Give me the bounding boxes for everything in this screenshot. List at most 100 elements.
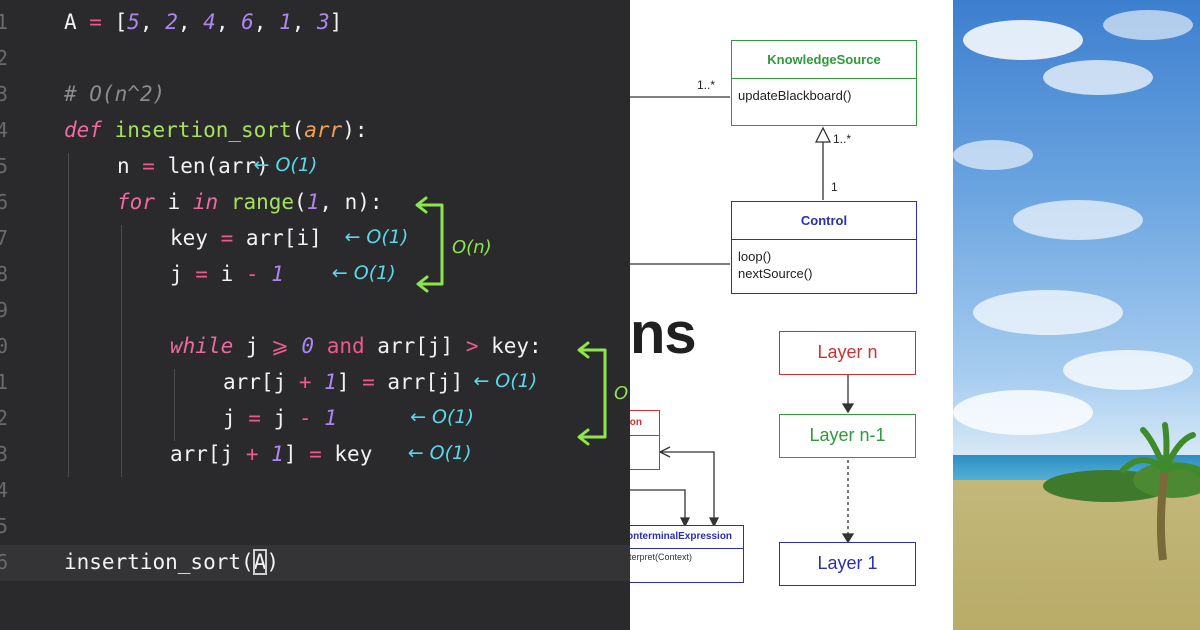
line-number: 3 bbox=[0, 82, 9, 106]
code-token: insertion_sort bbox=[114, 118, 292, 142]
code-token: # O(n^2) bbox=[64, 82, 166, 106]
complexity-annotation: ← O(1) bbox=[331, 262, 396, 284]
line-number: 3 bbox=[0, 442, 9, 466]
code-token: , bbox=[291, 10, 318, 34]
code-token: A bbox=[64, 10, 90, 34]
layer-n-1-box: Layer n-1 bbox=[779, 414, 916, 458]
code-token: j bbox=[233, 334, 272, 358]
code-token: arr[j] bbox=[387, 370, 464, 394]
code-token: = bbox=[220, 226, 246, 250]
code-token: while bbox=[170, 334, 234, 358]
active-line-highlight bbox=[0, 545, 630, 581]
code-text[interactable]: def insertion_sort(arr): bbox=[64, 112, 368, 148]
code-token: = bbox=[195, 262, 221, 286]
code-text[interactable]: for i in range(1, n): bbox=[117, 184, 383, 220]
code-line[interactable]: 4 bbox=[0, 472, 630, 508]
code-token: 1 bbox=[271, 442, 284, 466]
code-token: ] bbox=[283, 442, 310, 466]
code-text[interactable]: arr[j + 1] = key bbox=[170, 436, 372, 472]
code-line[interactable]: 5 n = len(arr) bbox=[0, 148, 630, 184]
code-token: , bbox=[215, 10, 242, 34]
code-token: j bbox=[170, 262, 196, 286]
code-token: = bbox=[248, 406, 274, 430]
code-line[interactable]: 3 arr[j + 1] = key bbox=[0, 436, 630, 472]
uml-class-control: Control loop() nextSource() bbox=[731, 201, 917, 294]
code-token: ) bbox=[266, 550, 279, 574]
code-text[interactable]: key = arr[i] bbox=[170, 220, 322, 256]
code-line[interactable]: 9 bbox=[0, 292, 630, 328]
code-token: > bbox=[465, 334, 492, 358]
code-token: , n): bbox=[319, 190, 383, 214]
code-token: 1 bbox=[271, 262, 284, 286]
beach-photo bbox=[953, 0, 1200, 630]
uml-method: terpret(Context) bbox=[630, 552, 693, 562]
code-token: 1 bbox=[324, 406, 337, 430]
uml-class-title: Control bbox=[732, 202, 916, 240]
line-number: 8 bbox=[0, 262, 9, 286]
code-text[interactable]: while j ⩾ 0 and arr[j] > key: bbox=[170, 328, 542, 364]
code-token: arr[i] bbox=[245, 226, 322, 250]
complexity-annotation: ← O(1) bbox=[253, 154, 318, 176]
code-token: and bbox=[326, 334, 365, 358]
code-text[interactable]: j = j - 1 bbox=[223, 400, 337, 436]
code-line[interactable]: 5 bbox=[0, 508, 630, 544]
line-number: 1 bbox=[0, 370, 9, 394]
code-token: ⩾ bbox=[271, 334, 302, 358]
code-token: , bbox=[253, 10, 280, 34]
code-token bbox=[218, 190, 231, 214]
uml-method: nextSource() bbox=[738, 266, 813, 281]
code-token: key: bbox=[491, 334, 542, 358]
code-token: i bbox=[154, 190, 193, 214]
code-line[interactable]: 7 key = arr[i] bbox=[0, 220, 630, 256]
code-text[interactable]: n = len(arr) bbox=[117, 148, 269, 184]
code-token: ( bbox=[294, 190, 307, 214]
cloud bbox=[1043, 60, 1153, 95]
code-text[interactable]: A = [5, 2, 4, 6, 1, 3] bbox=[64, 4, 342, 40]
code-token: def bbox=[64, 118, 102, 142]
cloud bbox=[953, 140, 1033, 170]
code-line[interactable]: 8 j = i - 1 bbox=[0, 256, 630, 292]
code-token: 4 bbox=[203, 10, 216, 34]
code-line[interactable]: 1 arr[j + 1] = arr[j] bbox=[0, 364, 630, 400]
brace-label-inner: O bbox=[614, 383, 629, 404]
indent-guide bbox=[174, 369, 175, 441]
code-line[interactable]: 2 bbox=[0, 40, 630, 76]
code-text[interactable]: # O(n^2) bbox=[64, 76, 165, 112]
line-number: 6 bbox=[0, 190, 9, 214]
code-token: = bbox=[309, 442, 335, 466]
palm-tree-icon bbox=[1120, 422, 1200, 561]
code-text[interactable]: arr[j + 1] = arr[j] bbox=[223, 364, 463, 400]
code-token bbox=[102, 118, 115, 142]
cloud bbox=[1063, 350, 1193, 390]
code-token: ): bbox=[342, 118, 368, 142]
code-line[interactable]: 3 # O(n^2) bbox=[0, 76, 630, 112]
line-number: 5 bbox=[0, 514, 9, 538]
code-line[interactable]: 6 for i in range(1, n): bbox=[0, 184, 630, 220]
code-token: range bbox=[230, 190, 295, 214]
code-token: = bbox=[89, 10, 115, 34]
code-token: - bbox=[245, 262, 272, 286]
code-token: - bbox=[298, 406, 325, 430]
partial-heading: ns bbox=[630, 301, 697, 366]
code-token: + bbox=[245, 442, 272, 466]
line-number: 5 bbox=[0, 154, 9, 178]
line-number: 7 bbox=[0, 226, 9, 250]
line-number: 9 bbox=[0, 298, 9, 322]
uml-class-nonterminal: onterminalExpression terpret(Context) bbox=[630, 525, 744, 583]
brace-label-outer: O(n) bbox=[452, 237, 492, 258]
code-text[interactable]: insertion_sort(A) bbox=[64, 544, 279, 580]
uml-method: loop() bbox=[738, 249, 772, 264]
code-token bbox=[314, 334, 327, 358]
code-token: arr bbox=[304, 118, 343, 142]
code-token: , bbox=[139, 10, 166, 34]
code-text[interactable]: j = i - 1 bbox=[170, 256, 284, 292]
code-token: key bbox=[334, 442, 373, 466]
code-token: ] bbox=[329, 10, 343, 34]
code-token: 3 bbox=[317, 10, 330, 34]
